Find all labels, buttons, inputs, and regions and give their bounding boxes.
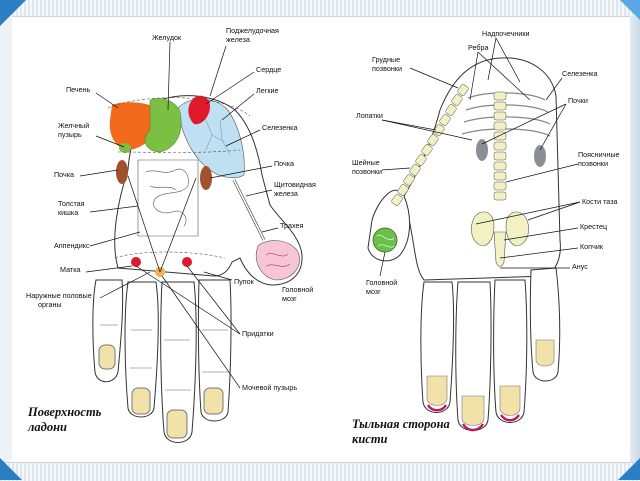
label-cervical: Шейные <box>352 158 380 167</box>
palm-finger-2 <box>124 281 159 418</box>
label-thyroid-2: железа <box>274 189 298 198</box>
label-pancreas: Поджелудочная <box>226 26 279 35</box>
label-gallbladder-2: пузырь <box>58 130 82 139</box>
label-thoracic-2: позвонки <box>372 64 402 73</box>
label-colon: Толстая <box>58 199 85 208</box>
label-genitals-2: органы <box>38 300 62 309</box>
label-adrenals: Надпочечники <box>482 29 530 38</box>
corner-accent-top-left <box>0 0 26 26</box>
adnexa-right-zone <box>182 257 192 267</box>
label-ribs: Ребра <box>468 43 489 52</box>
back-kidney-left-zone <box>476 139 488 161</box>
label-stomach: Желудок <box>152 33 182 42</box>
slide-top-border <box>0 0 640 17</box>
adnexa-left-zone <box>131 257 141 267</box>
back-hand-diagram: Надпочечники Грудные позвонки Ребра Селе… <box>352 29 620 446</box>
label-colon-2: кишка <box>58 208 78 217</box>
back-kidney-right-zone <box>534 145 546 167</box>
label-sacrum: Крестец <box>580 222 607 231</box>
label-heart: Сердце <box>256 65 281 74</box>
back-brain-zone <box>372 227 398 253</box>
back-caption: Тыльная сторона <box>352 417 450 431</box>
gallbladder-zone <box>119 143 131 153</box>
label-appendix: Аппендикс <box>54 241 90 250</box>
label-thyroid: Щитовидная <box>274 180 316 189</box>
palm-nail-1 <box>98 344 116 370</box>
palm-nail-2 <box>131 387 151 415</box>
label-spleen: Селезенка <box>262 123 297 132</box>
label-coccyx: Копчик <box>580 242 604 251</box>
label-lumbar-2: позвонки <box>578 159 608 168</box>
label-bladder: Мочевой пузырь <box>242 383 297 392</box>
label-trachea: Трахея <box>280 221 303 230</box>
label-back-brain-2: мозг <box>366 287 381 296</box>
label-thoracic: Грудные <box>372 55 400 64</box>
label-lumbar: Поясничные <box>578 150 620 159</box>
label-cervical-2: позвонки <box>352 167 382 176</box>
palm-brain-zone <box>256 240 300 281</box>
label-gallbladder: Желчный <box>58 121 89 130</box>
label-pancreas-2: железа <box>226 35 250 44</box>
label-back-spleen: Селезенка <box>562 69 597 78</box>
kidney-right-zone <box>200 166 212 190</box>
palm-caption: Поверхность <box>27 405 102 419</box>
label-pelvic: Кости таза <box>582 197 618 206</box>
intestine-zone <box>137 159 199 237</box>
lumbar-spine-zone <box>493 91 507 201</box>
corner-accent-bottom-right <box>618 458 640 480</box>
label-liver: Печень <box>66 85 91 94</box>
corner-accent-top-right <box>620 0 640 20</box>
label-uterus: Матка <box>60 265 81 274</box>
palm-caption-2: ладони <box>27 420 67 434</box>
label-kidney-left: Почка <box>54 170 74 179</box>
label-kidney-right: Почка <box>274 159 294 168</box>
slide-right-border <box>630 16 640 462</box>
label-anus: Анус <box>572 262 588 271</box>
label-back-kidneys: Почки <box>568 96 588 105</box>
label-adnexa: Придатки <box>242 329 274 338</box>
palm-finger-3 <box>160 281 197 443</box>
label-palm-brain-2: мозг <box>282 294 297 303</box>
palm-finger-4 <box>197 279 232 422</box>
ribs-zone <box>461 92 551 137</box>
kidney-left-zone <box>116 160 128 184</box>
back-hand-outline <box>403 57 561 281</box>
slide-bottom-border <box>0 462 640 481</box>
palm-nail-3 <box>166 409 188 439</box>
cervical-spine-zone <box>391 84 469 206</box>
slide-left-border <box>0 16 12 462</box>
corner-accent-bottom-left <box>0 458 22 480</box>
label-navel: Пупок <box>234 277 255 286</box>
back-nails <box>426 339 555 432</box>
label-scapula: Лопатки <box>356 111 383 120</box>
label-genitals: Наружные половые <box>26 291 92 300</box>
label-palm-brain: Головной <box>282 285 313 294</box>
back-caption-2: кисти <box>352 432 388 446</box>
label-lungs: Легкие <box>256 86 279 95</box>
palm-diagram: Желудок Поджелудочная железа Сердце Легк… <box>26 26 316 443</box>
heart-zone <box>188 95 210 125</box>
label-back-brain: Головной <box>366 278 397 287</box>
palm-nail-4 <box>203 387 224 415</box>
